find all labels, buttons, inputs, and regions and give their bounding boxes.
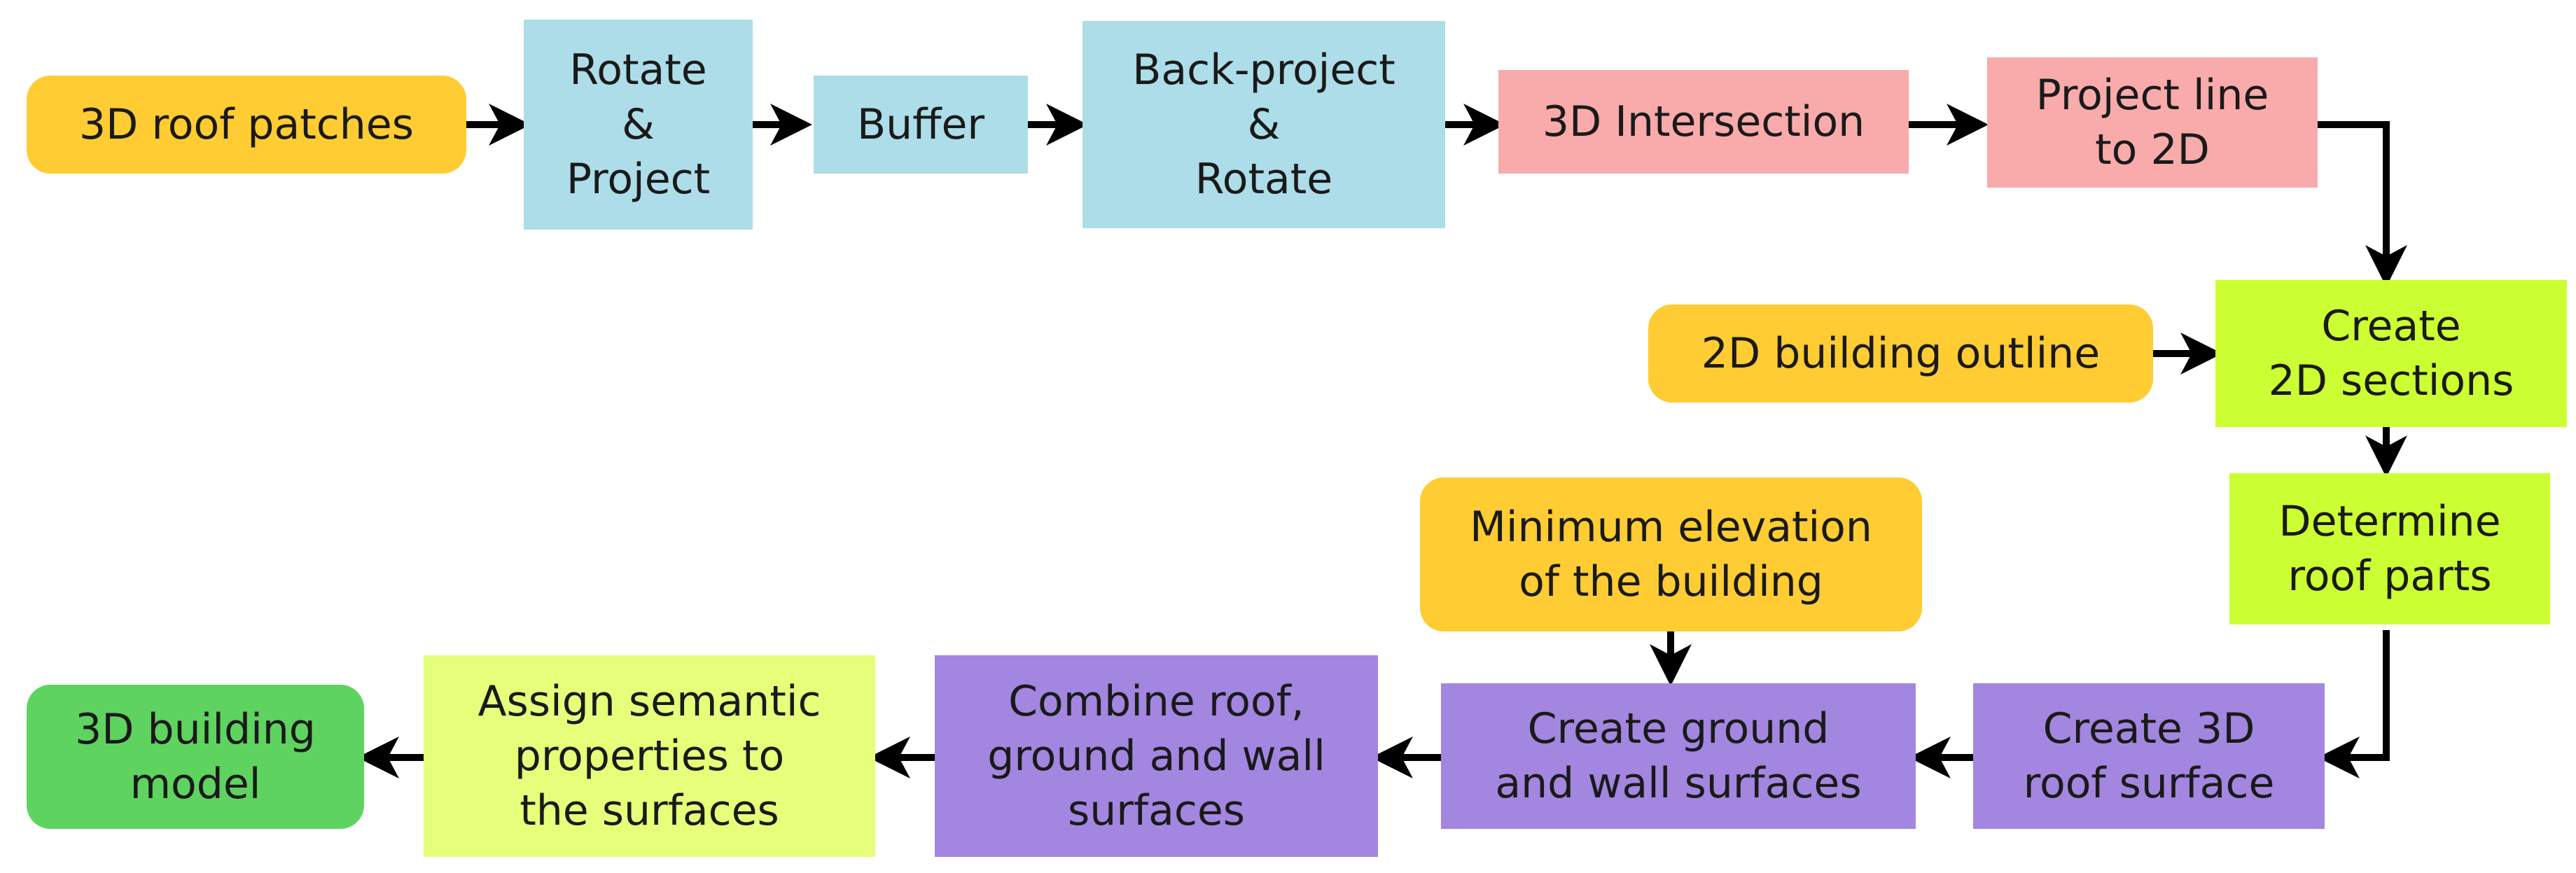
- node-rotate-project: Rotate & Project: [524, 20, 753, 230]
- node-3d-building-model: 3D building model: [27, 685, 364, 829]
- edge-determine-roof-parts-to-create-3d-roof: [2318, 630, 2390, 778]
- node-determine-roof-parts: Determine roof parts: [2229, 473, 2550, 624]
- node-3d-roof-patches: 3D roof patches: [27, 76, 466, 174]
- node-2d-building-outline: 2D building outline: [1648, 305, 2153, 403]
- node-combine-surfaces: Combine roof, ground and wall surfaces: [935, 655, 1378, 857]
- node-3d-intersection: 3D Intersection: [1498, 70, 1909, 174]
- node-project-line-to-2d: Project line to 2D: [1987, 57, 2318, 188]
- node-buffer: Buffer: [814, 76, 1028, 174]
- node-back-project-rotate: Back-project & Rotate: [1082, 21, 1445, 228]
- edge-project-line-to-create-2d-sections: [2318, 121, 2407, 287]
- node-create-2d-sections: Create 2D sections: [2215, 280, 2567, 427]
- node-create-ground-wall-surfaces: Create ground and wall surfaces: [1441, 683, 1916, 829]
- node-minimum-elevation: Minimum elevation of the building: [1420, 477, 1922, 631]
- node-create-3d-roof-surface: Create 3D roof surface: [1973, 683, 2325, 829]
- node-assign-semantic-properties: Assign semantic properties to the surfac…: [424, 655, 875, 857]
